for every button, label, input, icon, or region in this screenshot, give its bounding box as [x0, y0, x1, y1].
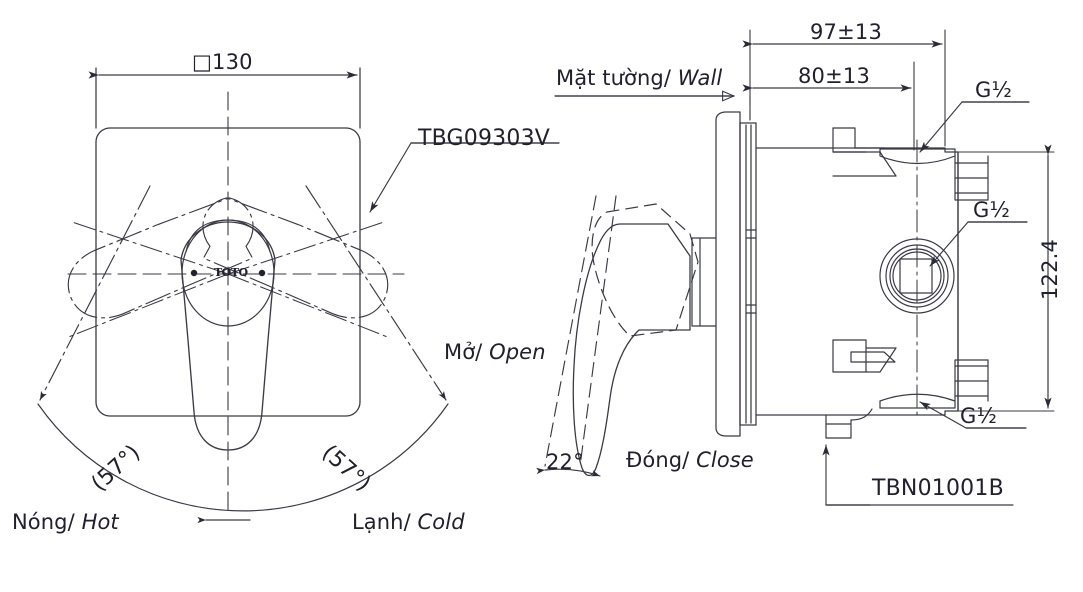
- toto-brand-mark: TOTO: [214, 266, 248, 279]
- swing-arc-radial-right: [305, 185, 447, 401]
- label-cold-vi: Lạnh/: [352, 510, 418, 534]
- front-width-dimension-label: □130: [192, 50, 253, 74]
- thread-label-bottom: G½: [960, 404, 998, 428]
- label-wall: Mặt tường/ Wall: [556, 68, 722, 89]
- label-wall-en: Wall: [677, 66, 723, 90]
- dim-label-80: 80±13: [798, 64, 871, 88]
- handle-secondary-arc: [185, 219, 271, 253]
- side-part-callout: TBN01001B: [872, 476, 1004, 501]
- lever-handle-outline: [180, 221, 276, 451]
- lower-bracket: [832, 339, 897, 373]
- valve-stem: [691, 237, 717, 327]
- handle-phantom-right: [202, 197, 389, 319]
- lever-profile-open: [591, 203, 699, 337]
- handle-dot-left: [190, 269, 198, 277]
- front-part-leader: [369, 142, 560, 213]
- handle-dot-right: [258, 269, 266, 277]
- callout-underlines: [410, 95, 1030, 506]
- swing-arc-radial-left: [39, 185, 151, 401]
- label-close-en: Close: [696, 448, 754, 472]
- bottom-thread-flange: [879, 359, 989, 409]
- thread-label-top: G½: [975, 78, 1013, 102]
- dim-label-97: 97±13: [810, 20, 883, 44]
- label-open-en: Open: [489, 340, 546, 364]
- front-part-callout: TBG09303V: [418, 126, 551, 151]
- label-wall-vi: Mặt tường/: [556, 66, 678, 90]
- label-open: Mở/ Open: [444, 342, 546, 363]
- top-thread-flange: [879, 148, 989, 201]
- lever-angle-dimension: [536, 195, 617, 477]
- swing-arc: [37, 403, 449, 512]
- lever-profile-closed: [572, 223, 691, 477]
- thread-label-middle: G½: [973, 198, 1011, 222]
- drain-nipple: [825, 408, 873, 439]
- handle-phantom-left: [67, 197, 254, 319]
- handle-phantom-centerlines: [65, 221, 391, 339]
- label-cold: Lạnh/ Cold: [352, 512, 465, 533]
- side-dim-extension-lines: [749, 29, 946, 151]
- label-close-vi: Đóng/: [626, 448, 697, 472]
- valve-body: [715, 111, 959, 437]
- label-open-vi: Mở/: [444, 340, 490, 364]
- dim-122-extension: [947, 151, 1055, 412]
- label-hot-vi: Nóng/: [12, 510, 82, 534]
- label-close: Đóng/ Close: [626, 450, 754, 471]
- dim-label-122: 122.4: [1038, 238, 1062, 300]
- label-hot: Nóng/ Hot: [12, 512, 119, 533]
- label-cold-en: Cold: [417, 510, 465, 534]
- lever-angle-label: 22°: [546, 450, 584, 474]
- label-hot-en: Hot: [81, 510, 119, 534]
